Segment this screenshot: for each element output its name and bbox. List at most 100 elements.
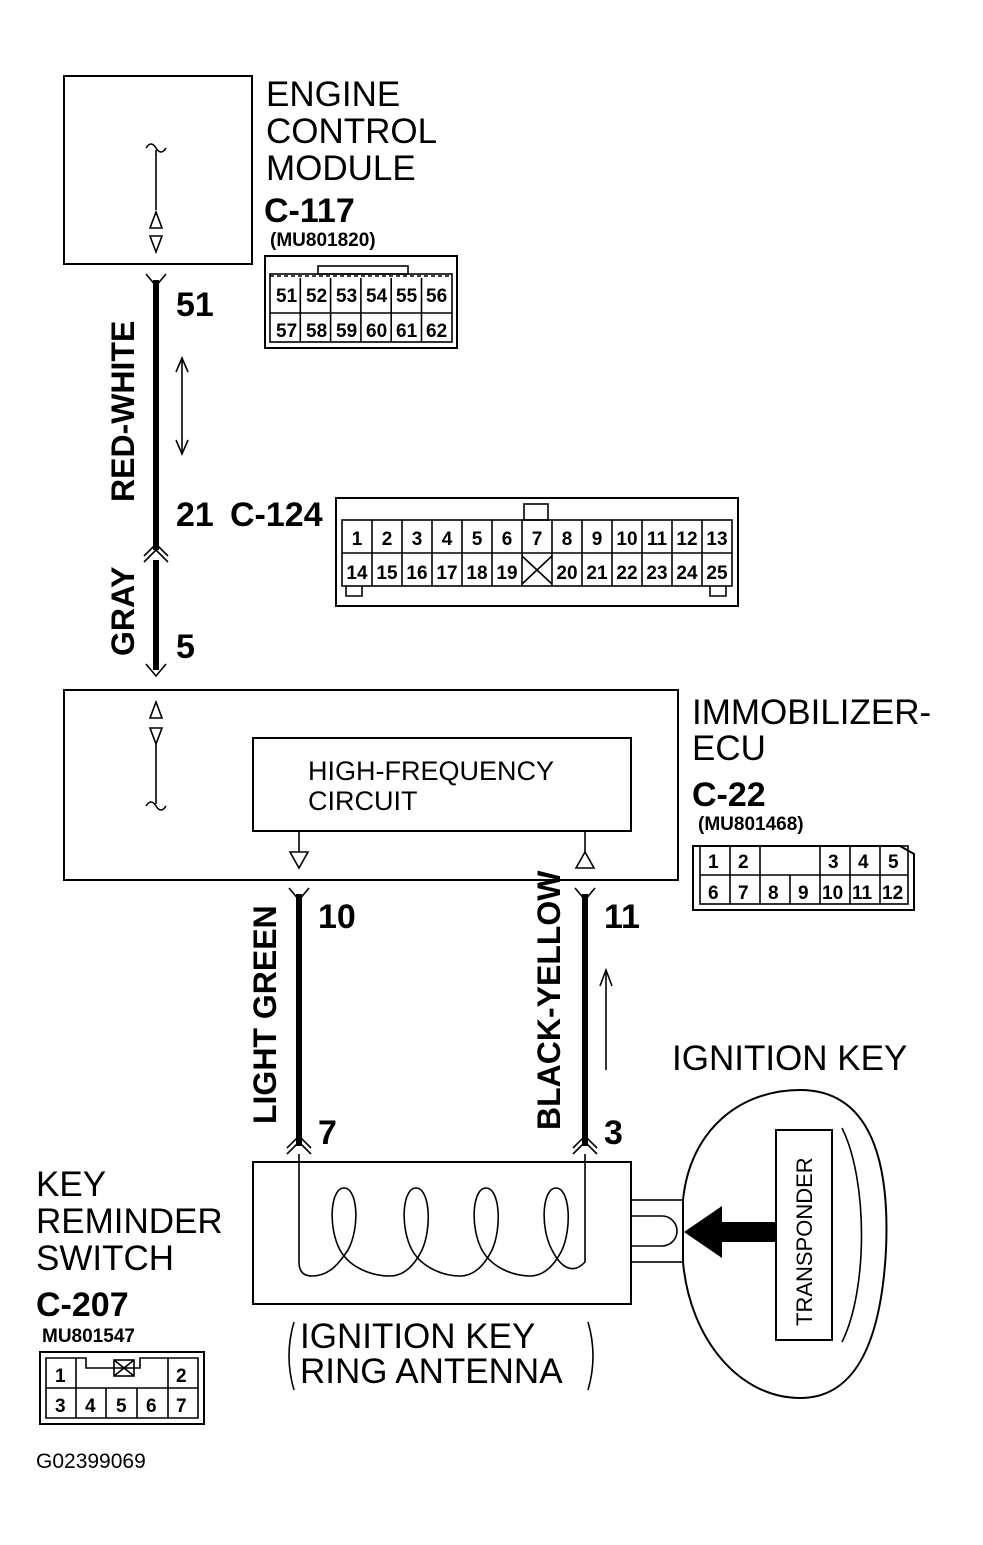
wire-pin-11: 11 [604, 898, 640, 936]
c124-pin: 16 [406, 563, 427, 584]
ecm-block: ENGINE CONTROL MODULE C-117 (MU801820) [63, 75, 437, 265]
key-head-groove [841, 1127, 863, 1343]
antenna-label-line-1: IGNITION KEY [300, 1317, 535, 1356]
signal-arrow-up-icon [599, 967, 613, 987]
antenna-label-line-2: RING ANTENNA [300, 1352, 563, 1391]
c124-pin: 22 [616, 563, 637, 584]
c124-pin: 12 [676, 529, 697, 550]
ecm-connector-id: C-117 [264, 192, 355, 230]
wire-pin-5: 5 [176, 628, 195, 666]
transponder-label: TRANSPONDER [792, 1157, 817, 1326]
immobilizer-connector-id: C-22 [692, 776, 766, 814]
key-switch-labels: KEY REMINDER SWITCH C-207 MU801547 [36, 1165, 223, 1347]
insert-direction-arrow-icon [684, 1206, 776, 1258]
ecm-connector-key [317, 265, 409, 275]
c124-pin: 9 [592, 529, 603, 550]
ecm-break-symbol [145, 143, 167, 153]
ecm-pin: 59 [336, 321, 357, 342]
antenna-bracket-left [288, 1321, 295, 1391]
c124-pin: 4 [442, 529, 453, 550]
c22-pin: 3 [828, 852, 839, 873]
output-triangle-icon [288, 851, 310, 870]
c207-terminal-3-icon [572, 1134, 598, 1149]
c124-connector-feet [345, 586, 727, 597]
c124-pin: 1 [352, 529, 363, 550]
c22-connector-face: 1 2 3 4 5 6 7 8 9 10 11 12 [692, 845, 915, 911]
immobilizer-break-symbol [145, 801, 167, 811]
ecm-pin: 60 [366, 321, 387, 342]
key-switch-title-line-1: KEY [36, 1165, 106, 1204]
c207-pin: 4 [85, 1396, 96, 1417]
ecm-triangle-down-icon [148, 235, 164, 255]
c124-terminal-top-icon [143, 548, 169, 563]
figure-id: G02399069 [36, 1450, 146, 1473]
c124-pin: 2 [382, 529, 393, 550]
high-frequency-circuit-box [252, 737, 632, 832]
gray-label: GRAY [105, 566, 141, 656]
key-switch-connector-id: C-207 [36, 1286, 129, 1324]
c207-terminal-3-icon [572, 1140, 598, 1155]
ecm-pin-terminal-icon [145, 273, 167, 288]
key-slot [631, 1215, 678, 1247]
c124-pin: 6 [502, 529, 513, 550]
ecm-pin: 62 [426, 321, 447, 342]
c124-empty-cell-cross [521, 555, 553, 585]
c124-pin: 25 [706, 563, 728, 584]
c124-connector-key [523, 503, 549, 521]
ecm-pin: 57 [276, 321, 297, 342]
red-white-label: RED-WHITE [105, 321, 141, 502]
c124-pin: 18 [466, 563, 487, 584]
c22-pin: 8 [768, 883, 779, 904]
ecm-pin: 56 [426, 286, 447, 307]
c207-pin: 3 [55, 1396, 66, 1417]
arrow-down-icon [175, 439, 189, 457]
immobilizer-title-line-1: IMMOBILIZER- [692, 693, 931, 732]
c207-pin: 1 [55, 1366, 66, 1387]
c124-connector-id: C-124 [230, 496, 323, 534]
c124-pin: 3 [412, 529, 423, 550]
ignition-key: IGNITION KEY TRANSPONDER [672, 1039, 907, 1400]
c207-terminal-7-icon [286, 1140, 312, 1155]
light-green-label: LIGHT GREEN [247, 905, 283, 1124]
immobilizer-block: HIGH-FREQUENCY CIRCUIT IMMOBILIZER- ECU … [63, 689, 931, 881]
wire-pin-21: 21 [176, 496, 214, 534]
c207-connector-body [45, 1357, 199, 1419]
c207-pin: 5 [116, 1396, 127, 1417]
immobilizer-terminal-icon [145, 663, 167, 678]
c124-pin: 7 [532, 529, 543, 550]
c22-pin: 7 [738, 883, 749, 904]
c22-pin: 9 [798, 883, 809, 904]
ecm-title-line-3: MODULE [266, 149, 416, 188]
c22-terminal-10-icon [288, 887, 310, 902]
wire-pin-10: 10 [318, 898, 356, 936]
ecm-pin: 61 [396, 321, 418, 342]
ecm-pin: 58 [306, 321, 327, 342]
c124-pin: 10 [616, 529, 637, 550]
immobilizer-box [63, 689, 679, 881]
c22-pin: 12 [882, 883, 903, 904]
antenna-bracket-right [587, 1321, 594, 1391]
c124-terminal-top-icon [143, 542, 169, 557]
wire-light-green: 10 7 LIGHT GREEN [247, 887, 356, 1155]
input-triangle-icon [574, 850, 596, 869]
ecm-triangle-up-icon [148, 209, 164, 229]
c207-connector-outline [39, 1351, 205, 1425]
circuit-label-line-2: CIRCUIT [308, 786, 418, 816]
wire-gray: 5 GRAY [105, 560, 195, 678]
immobilizer-part-number: (MU801468) [698, 814, 804, 835]
c207-terminal-7-icon [286, 1134, 312, 1149]
wire-black-yellow: 11 3 BLACK-YELLOW [531, 870, 640, 1155]
c207-empty-cell-cross [113, 1359, 135, 1377]
c124-pin: 24 [676, 563, 698, 584]
c207-pin: 7 [176, 1396, 187, 1417]
c207-pin: 2 [176, 1366, 187, 1387]
c124-pin: 8 [562, 529, 573, 550]
immobilizer-title-line-2: ECU [692, 729, 766, 768]
c124-connector-outline [335, 497, 739, 607]
ecm-pin: 53 [336, 286, 357, 307]
c207-empty-cell [113, 1359, 135, 1377]
c124-pin: 20 [556, 563, 577, 584]
c22-pin: 11 [852, 883, 873, 904]
